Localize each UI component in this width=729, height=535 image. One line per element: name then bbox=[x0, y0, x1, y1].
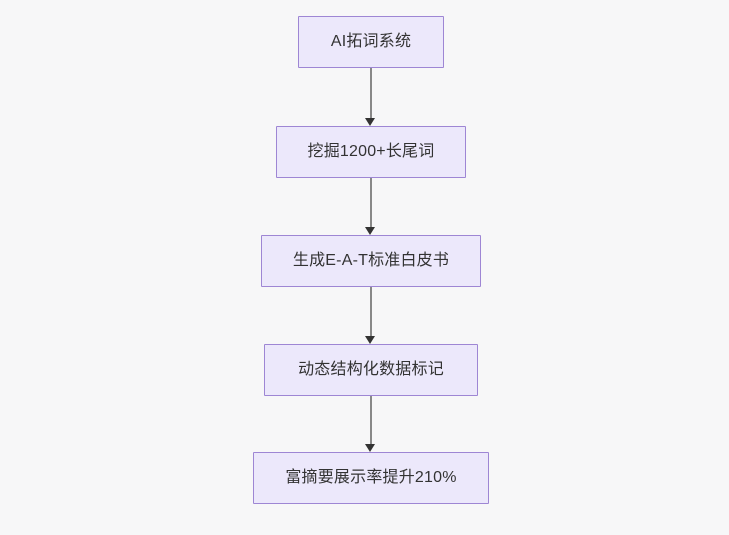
edge-line-n4-n5 bbox=[370, 396, 372, 444]
edge-arrowhead-n3-n4 bbox=[364, 336, 375, 344]
edge-arrowhead-n2-n3 bbox=[364, 227, 375, 235]
edge-line-n1-n2 bbox=[370, 68, 372, 118]
flowchart-node-label: 富摘要展示率提升210% bbox=[285, 469, 457, 486]
flowchart-node-dynamic-structured-data-markup[interactable]: 动态结构化数据标记 bbox=[264, 344, 478, 396]
flowchart-node-label: AI拓词系统 bbox=[330, 33, 412, 50]
flowchart-node-label: 挖掘1200+长尾词 bbox=[307, 143, 435, 160]
flowchart-node-generate-eat-whitepaper[interactable]: 生成E-A-T标准白皮书 bbox=[261, 235, 481, 287]
edge-line-n3-n4 bbox=[370, 287, 372, 336]
flowchart-node-rich-snippet-impression-uplift[interactable]: 富摘要展示率提升210% bbox=[253, 452, 489, 504]
flowchart-node-label: 动态结构化数据标记 bbox=[298, 361, 444, 378]
flowchart-node-mine-longtail-keywords[interactable]: 挖掘1200+长尾词 bbox=[276, 126, 466, 178]
edge-arrowhead-n1-n2 bbox=[364, 118, 375, 126]
edge-arrowhead-n4-n5 bbox=[364, 444, 375, 452]
edge-line-n2-n3 bbox=[370, 178, 372, 227]
flowchart-node-ai-keyword-system[interactable]: AI拓词系统 bbox=[298, 16, 444, 68]
flowchart-node-label: 生成E-A-T标准白皮书 bbox=[292, 252, 450, 269]
